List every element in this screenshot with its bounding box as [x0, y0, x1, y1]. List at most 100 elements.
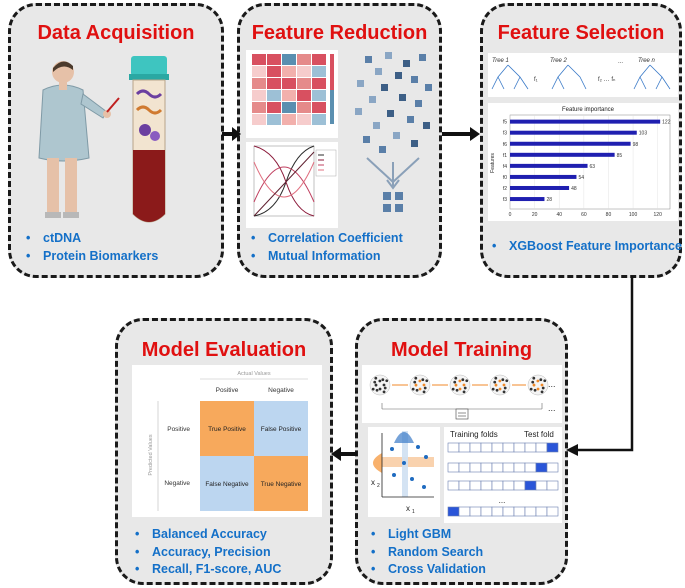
- sample-dot: [418, 379, 422, 383]
- value-label: 28: [546, 197, 552, 203]
- sample-dot: [539, 378, 543, 382]
- cv-folds-diagram: Training folds Test fold ...: [447, 430, 559, 517]
- row-positive: Positive: [167, 426, 190, 433]
- sample-dot: [454, 376, 458, 380]
- svg-text:f₁: f₁: [534, 77, 538, 83]
- data-square: [365, 56, 372, 63]
- boosting-pipeline: ... ...: [362, 365, 562, 423]
- tn-cell: [254, 456, 308, 511]
- sample-dot: [454, 383, 458, 387]
- fold-cell: [502, 442, 515, 453]
- sample-dot: [505, 379, 509, 383]
- fp-label: False Positive: [261, 426, 302, 433]
- test-fold-label: Test fold: [524, 430, 554, 439]
- heatmap-cell: [297, 78, 311, 89]
- sample-dot: [532, 376, 536, 380]
- heatmap-cell: [252, 102, 266, 113]
- fold-cell: [480, 462, 493, 473]
- sample-dot: [491, 387, 495, 391]
- svg-text:...: ...: [548, 403, 556, 413]
- bullet-item: Protein Biomarkers: [21, 248, 158, 266]
- bullet-item: Light GBM: [366, 526, 486, 544]
- feature-label: f1: [503, 153, 507, 159]
- chart-title: Feature importance: [562, 107, 615, 113]
- importance-bar: [510, 141, 631, 146]
- data-square: [357, 80, 364, 87]
- tp-label: True Positive: [208, 426, 246, 433]
- sample-dot: [498, 379, 502, 383]
- data-square: [381, 84, 388, 91]
- bullet-item: Mutual Information: [246, 248, 403, 266]
- fold-cell: [480, 506, 493, 517]
- feature-selection-panel: Feature Selection Tree 1 Tree 2 Tree n f…: [480, 3, 682, 278]
- sample-dot: [418, 387, 422, 391]
- fold-cell: [491, 506, 504, 517]
- x-tick-label: 80: [606, 212, 612, 218]
- data-square: [355, 108, 362, 115]
- sample-dot: [461, 378, 465, 382]
- data-square: [369, 96, 376, 103]
- heatmap-cell: [297, 114, 311, 125]
- x-tick-label: 60: [581, 212, 587, 218]
- sample-dot: [498, 387, 502, 391]
- panel-title: Model Evaluation: [141, 339, 307, 361]
- sample-dot: [415, 388, 419, 392]
- heatmap-cell: [282, 102, 296, 113]
- tree-label: Tree 1: [492, 58, 509, 64]
- sample-dot: [465, 379, 469, 383]
- sample-dot: [501, 378, 505, 382]
- sample-dot: [458, 379, 462, 383]
- sample-dot: [543, 379, 547, 383]
- importance-bar: [510, 119, 661, 124]
- value-label: 48: [571, 186, 577, 192]
- heatmap-cell: [267, 102, 281, 113]
- predicted-values-label: Predicted Values: [148, 434, 154, 475]
- sample-dot: [458, 387, 462, 391]
- data-square: [403, 60, 410, 67]
- random-search-plot: x 2 x 1: [368, 427, 440, 517]
- heatmap-cell: [267, 114, 281, 125]
- fold-cell: [513, 480, 526, 491]
- model-node: [409, 374, 431, 396]
- model-node: [489, 374, 511, 396]
- chart-ylabel: Features: [490, 153, 496, 173]
- bullet-item: Recall, F1-score, AUC: [130, 561, 281, 579]
- fold-cell: [469, 506, 482, 517]
- sample-dot: [414, 383, 418, 387]
- acquisition-bullets: ctDNA Protein Biomarkers: [21, 230, 158, 265]
- fold-cell: [458, 462, 471, 473]
- heatmap-cell: [312, 102, 326, 113]
- sample-dot: [502, 390, 506, 394]
- data-square: [385, 52, 392, 59]
- tn-label: True Negative: [261, 481, 302, 488]
- bullet-item: XGBoost Feature Importance: [487, 238, 682, 256]
- fold-cell: [480, 480, 493, 491]
- sample-dot: [462, 390, 466, 394]
- fold-cell: [513, 462, 526, 473]
- x-tick-label: 100: [629, 212, 638, 218]
- sample-dot: [383, 386, 387, 390]
- model-node: [369, 374, 391, 396]
- sample-dot: [494, 383, 498, 387]
- training-bullets: Light GBM Random Search Cross Validation: [366, 526, 486, 579]
- heatmap-cell: [312, 66, 326, 77]
- fold-cell: [524, 506, 537, 517]
- fold-cell: [469, 442, 482, 453]
- fold-cell: [458, 506, 471, 517]
- fold-cell: [546, 442, 559, 453]
- heatmap-cell: [312, 54, 326, 65]
- sample-dot: [451, 387, 455, 391]
- tree-label: Tree n: [638, 58, 656, 64]
- sample-dot: [502, 383, 506, 387]
- fold-cell: [502, 480, 515, 491]
- heatmap-cell: [267, 54, 281, 65]
- fold-cell: [535, 442, 548, 453]
- panel-title: Data Acquisition: [37, 22, 195, 44]
- sample-dot: [421, 378, 425, 382]
- bullet-item: Balanced Accuracy: [130, 526, 281, 544]
- value-label: 98: [633, 142, 639, 148]
- data-square: [379, 146, 386, 153]
- data-square: [363, 136, 370, 143]
- heatmap-cell: [282, 114, 296, 125]
